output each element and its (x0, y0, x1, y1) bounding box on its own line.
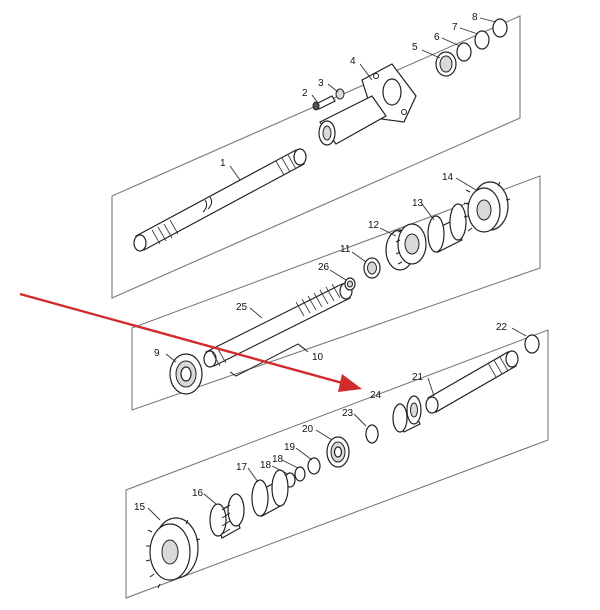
highlight-arrow (19, 292, 362, 392)
label-part-16: 16 (192, 488, 204, 499)
label-part-24: 24 (370, 390, 382, 401)
label-part-21: 21 (412, 372, 424, 383)
arrow-head (338, 374, 362, 392)
label-part-3: 3 (318, 78, 324, 89)
label-part-23: 23 (342, 408, 354, 419)
gear-part-14 (463, 181, 511, 233)
shaft-part-21 (425, 350, 519, 414)
ring-part-19 (307, 457, 321, 475)
label-part-10: 10 (312, 352, 324, 363)
housing-part-4 (318, 63, 417, 146)
shaft-part-1 (133, 148, 307, 252)
needle-bearing-part-16 (209, 493, 245, 539)
ring-part-22 (524, 334, 540, 354)
label-part-6: 6 (434, 32, 440, 43)
ring-part-8 (492, 18, 508, 38)
label-part-13: 13 (412, 198, 424, 209)
bushing-part-13 (427, 203, 467, 253)
label-part-9: 9 (154, 348, 160, 359)
screw-part-2 (312, 95, 336, 111)
gear-part-15 (145, 517, 201, 589)
label-part-8: 8 (472, 12, 478, 23)
gear-part-12 (385, 223, 427, 271)
label-part-18a: 18 (260, 460, 272, 471)
label-part-22: 22 (496, 322, 508, 333)
bearing-part-9 (169, 353, 203, 395)
label-part-17: 17 (236, 462, 248, 473)
panel-middle (131, 175, 541, 411)
ring-part-18a (294, 466, 306, 482)
label-part-2: 2 (302, 88, 308, 99)
label-part-26: 26 (318, 262, 330, 273)
sleeve-part-26 (344, 277, 356, 291)
leader-lines (147, 17, 527, 521)
label-part-25: 25 (236, 302, 248, 313)
label-part-14: 14 (442, 172, 454, 183)
ring-part-11 (363, 257, 381, 279)
ring-part-6 (456, 42, 472, 62)
label-part-4: 4 (350, 56, 356, 67)
label-part-15: 15 (134, 502, 146, 513)
label-part-19: 19 (284, 442, 296, 453)
label-part-20: 20 (302, 424, 314, 435)
washer-part-3 (335, 88, 345, 100)
bushing-part-17 (251, 469, 289, 517)
ring-part-7 (474, 30, 490, 50)
shaft-part-25 (203, 282, 353, 368)
panel-bottom (125, 329, 549, 599)
ring-part-23 (365, 424, 379, 444)
label-part-1: 1 (220, 158, 226, 169)
label-part-11: 11 (340, 244, 351, 255)
label-part-18b: 18 (272, 454, 284, 465)
seal-part-5 (435, 51, 457, 77)
label-part-5: 5 (412, 42, 418, 53)
label-part-7: 7 (452, 22, 458, 33)
label-part-12: 12 (368, 220, 380, 231)
bearing-part-20 (326, 436, 350, 468)
arrow-shaft (19, 292, 347, 386)
needle-bearing-part-24 (392, 395, 422, 433)
